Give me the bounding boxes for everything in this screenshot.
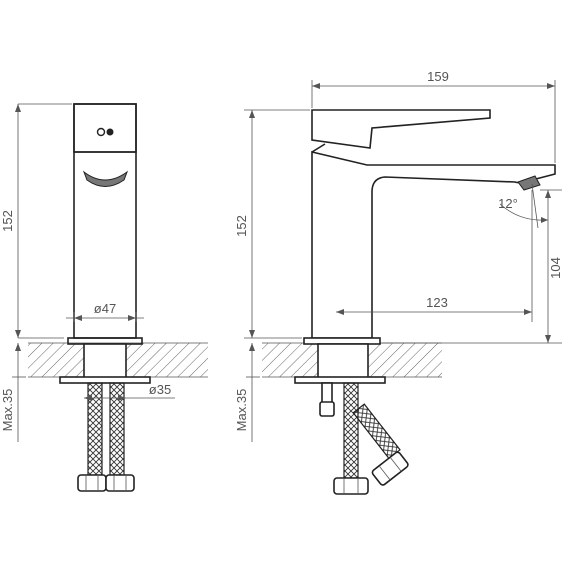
front-diameter-label: ø47 [94, 301, 116, 316]
side-height-label: 152 [234, 215, 249, 237]
front-aerator [82, 170, 129, 187]
side-angle-label: 12° [498, 196, 518, 211]
front-base-diameter-label: ø35 [149, 382, 171, 397]
front-indicator-dot-left [96, 127, 106, 137]
front-indicator-dot-right [106, 128, 114, 136]
front-height-label: 152 [0, 210, 15, 232]
side-width-label: 159 [427, 69, 449, 84]
front-view: 152 Max.35 ø47 ø35 [0, 103, 208, 492]
side-hose-angled [352, 403, 401, 460]
side-reach-label: 123 [426, 295, 448, 310]
side-max-label: Max.35 [234, 389, 249, 432]
side-faucet-body [311, 150, 556, 339]
front-max-label: Max.35 [0, 389, 15, 432]
side-aerator [517, 175, 541, 191]
side-view: 159 152 Max.35 104 123 12° [234, 69, 563, 495]
side-spout-height-label: 104 [548, 257, 563, 279]
front-handle [73, 103, 137, 153]
side-hose-straight [343, 382, 359, 479]
side-lever-handle [311, 109, 491, 149]
